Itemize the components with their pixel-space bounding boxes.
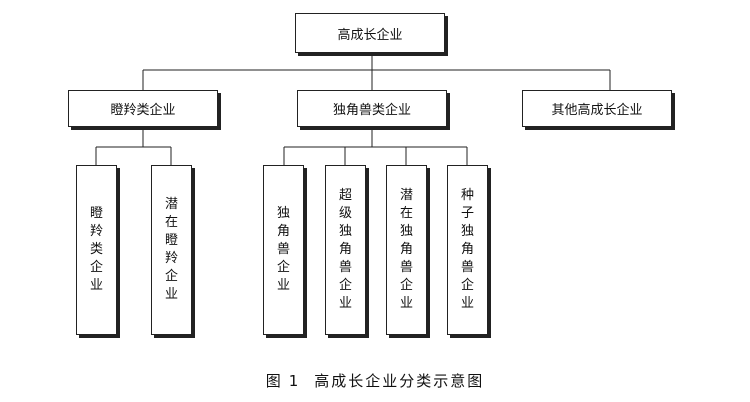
node-potential-gazelle: 潜在瞪羚企业 — [151, 165, 192, 335]
node-potential-gazelle-label: 潜在瞪羚企业 — [164, 197, 178, 302]
node-other-category: 其他高成长企业 — [522, 90, 672, 127]
figure-caption-prefix: 图 — [265, 372, 283, 390]
root-node: 高成长企业 — [295, 13, 445, 53]
figure-caption-number: 1 — [288, 372, 301, 390]
node-gazelle-enterprise: 瞪羚类企业 — [76, 165, 117, 335]
figure-caption-text: 高成长企业分类示意图 — [314, 372, 485, 390]
node-other-category-label: 其他高成长企业 — [551, 103, 643, 118]
node-gazelle-category-label: 瞪羚类企业 — [110, 103, 176, 118]
node-unicorn-category: 独角兽类企业 — [297, 90, 447, 127]
node-seed-unicorn: 种子独角兽企业 — [447, 165, 488, 335]
node-unicorn-enterprise: 独角兽企业 — [263, 165, 304, 335]
node-gazelle-category: 瞪羚类企业 — [68, 90, 218, 127]
node-unicorn-category-label: 独角兽类企业 — [332, 103, 411, 118]
node-super-unicorn-label: 超级独角兽企业 — [338, 188, 352, 311]
node-unicorn-enterprise-label: 独角兽企业 — [276, 206, 290, 293]
node-potential-unicorn-label: 潜在独角兽企业 — [399, 188, 413, 311]
node-potential-unicorn: 潜在独角兽企业 — [386, 165, 427, 335]
node-seed-unicorn-label: 种子独角兽企业 — [460, 188, 474, 311]
node-super-unicorn: 超级独角兽企业 — [325, 165, 366, 335]
node-gazelle-enterprise-label: 瞪羚类企业 — [89, 206, 103, 293]
root-node-label: 高成长企业 — [337, 27, 403, 43]
